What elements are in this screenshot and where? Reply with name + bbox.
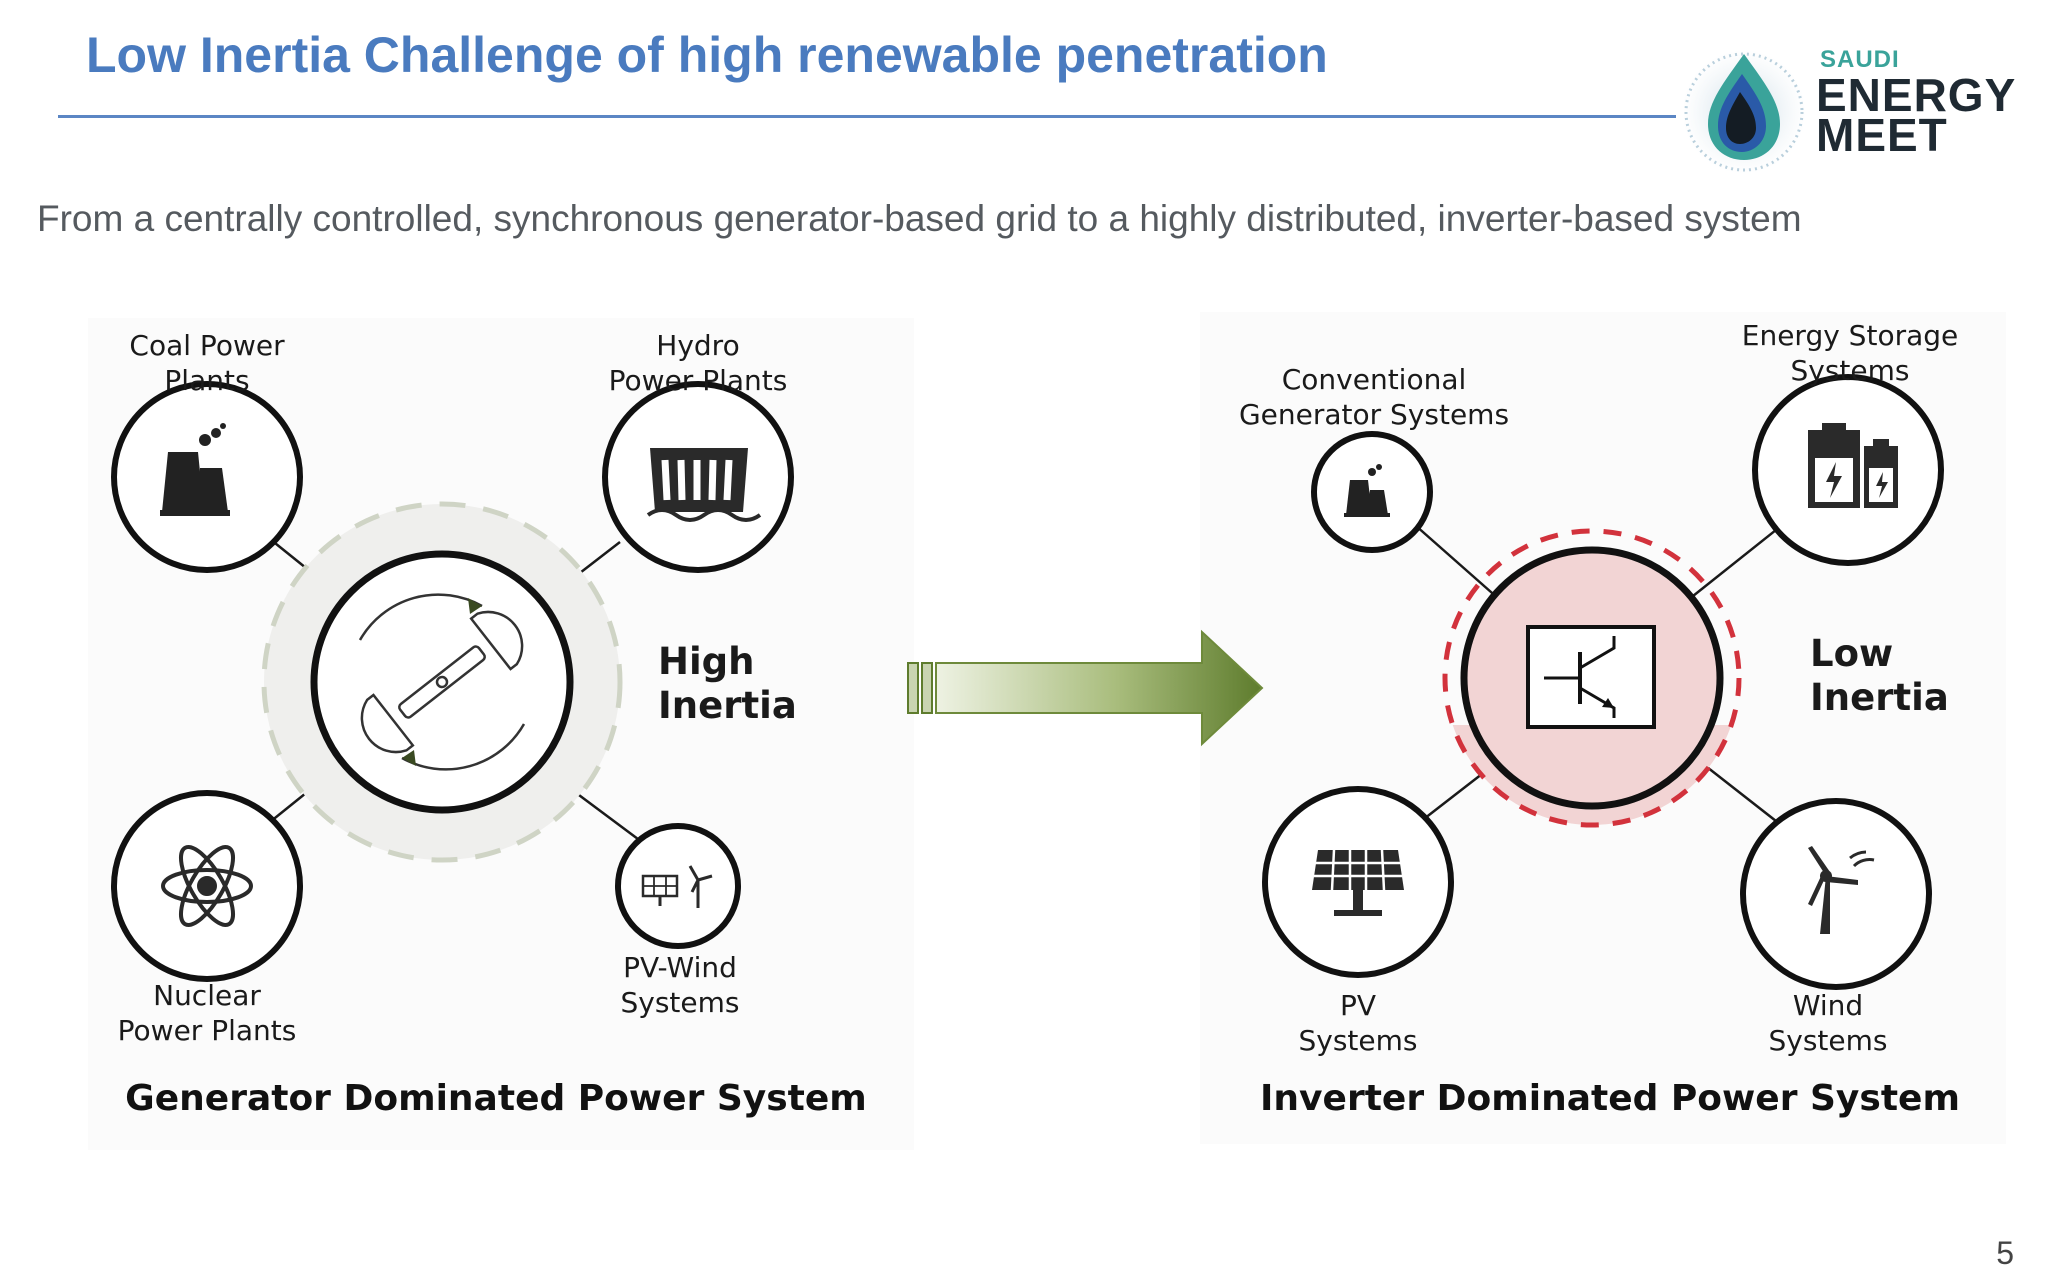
rotating-generator-icon [310, 550, 574, 814]
factory-icon [1344, 464, 1390, 517]
wind-node [1740, 798, 1932, 990]
title-divider [58, 115, 1676, 118]
factory-icon [160, 423, 230, 516]
caption-inverter-dominated: Inverter Dominated Power System [1260, 1078, 1960, 1119]
dam-icon [646, 448, 762, 522]
coal-node [111, 381, 303, 573]
storage-node [1752, 374, 1944, 566]
solar-wind-icon [641, 865, 713, 908]
nuclear-node [111, 790, 303, 982]
battery-icon [1808, 423, 1898, 508]
caption-generator-dominated: Generator Dominated Power System [125, 1078, 867, 1119]
logo-text-energy: ENERGY [1816, 69, 2017, 121]
transistor-icon [1460, 546, 1724, 810]
saudi-energy-meet-logo [1684, 50, 1806, 174]
logo-text-meet: MEET [1816, 109, 1948, 161]
right-arrow-icon [907, 629, 1264, 747]
page-number: 5 [1996, 1235, 2014, 1271]
logo-text-saudi: SAUDI [1820, 46, 1900, 73]
pv-node [1262, 786, 1454, 978]
hydro-node [602, 381, 794, 573]
pv-wind-node [615, 823, 741, 949]
conventional-node [1311, 431, 1433, 553]
atom-icon [161, 845, 253, 927]
page-title: Low Inertia Challenge of high renewable … [86, 27, 1328, 83]
solar-panel-icon [1312, 849, 1404, 916]
page-subtitle: From a centrally controlled, synchronous… [37, 198, 1802, 239]
wind-turbine-icon [1808, 846, 1875, 934]
